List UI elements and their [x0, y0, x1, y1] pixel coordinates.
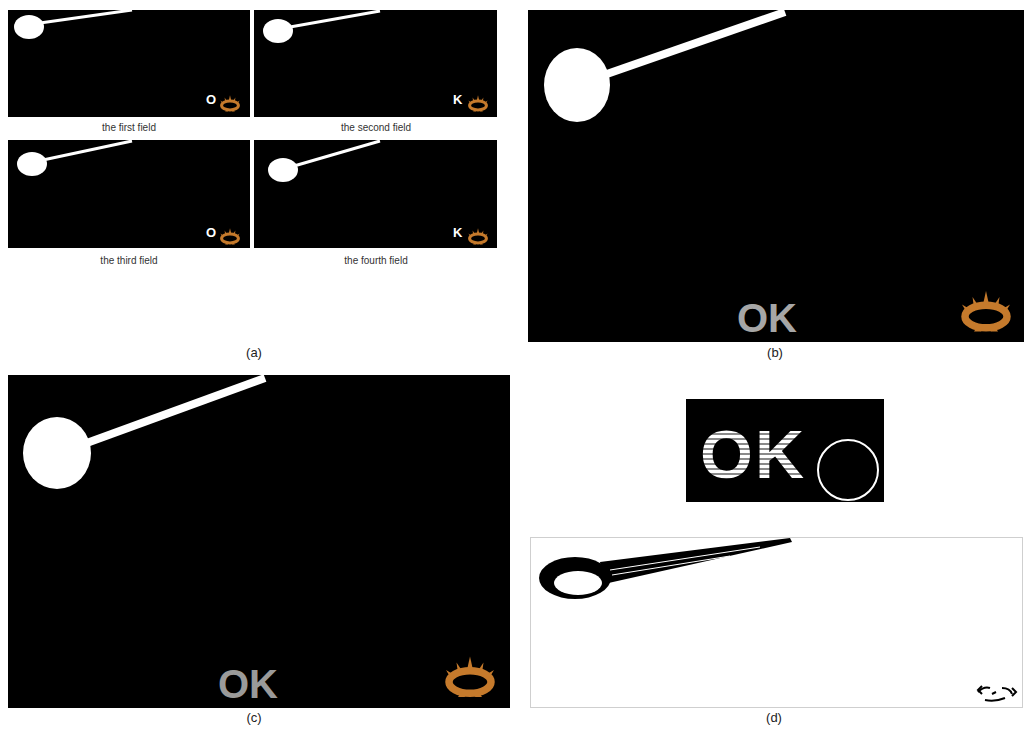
field-caption: the third field — [100, 256, 157, 266]
field-frame — [254, 10, 497, 117]
overlay-text: OK — [737, 298, 797, 338]
overlay-text: OK — [700, 420, 806, 488]
panel-label: (c) — [246, 711, 261, 724]
field-letter: K — [453, 226, 462, 239]
panel-label: (d) — [766, 711, 782, 724]
difference-map — [531, 538, 1023, 708]
field-letter: K — [453, 93, 462, 106]
field-caption: the fourth field — [344, 256, 407, 266]
field-frame — [254, 140, 497, 248]
field-letter: O — [206, 93, 216, 106]
field-letter: O — [206, 226, 216, 239]
panel-label: (b) — [767, 346, 783, 359]
deinterlaced-frame — [8, 375, 510, 708]
overlay-text: OK — [218, 664, 278, 704]
field-caption: the second field — [341, 123, 411, 133]
field-frame — [8, 140, 250, 248]
deinterlaced-frame — [528, 10, 1024, 342]
field-frame — [8, 10, 250, 117]
field-caption: the first field — [102, 123, 156, 133]
detail-crop — [686, 399, 884, 502]
panel-label: (a) — [246, 346, 262, 359]
